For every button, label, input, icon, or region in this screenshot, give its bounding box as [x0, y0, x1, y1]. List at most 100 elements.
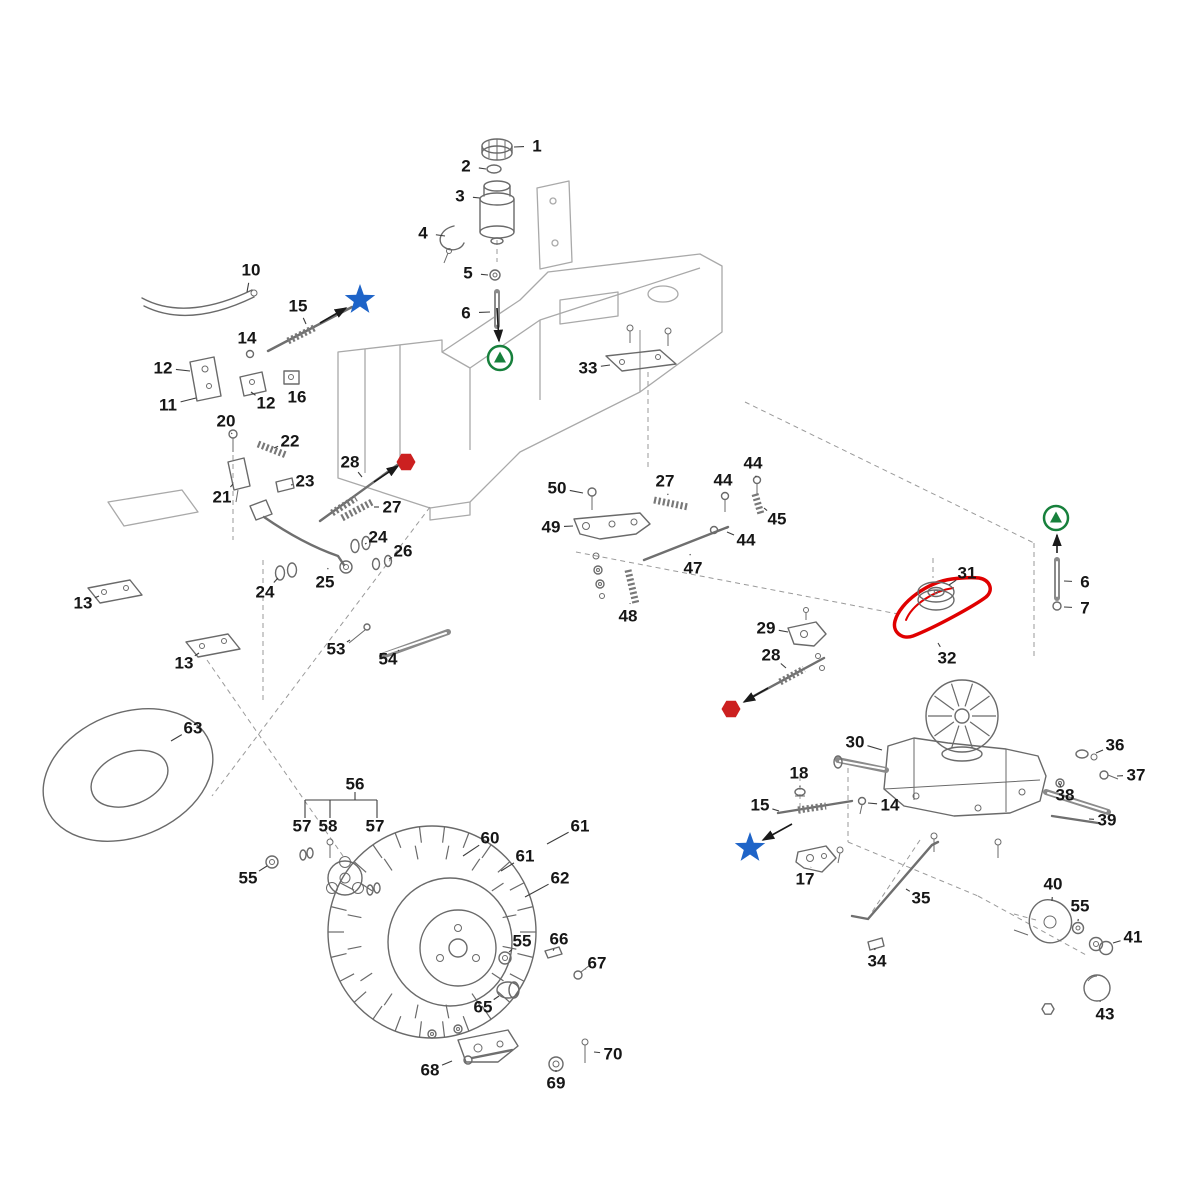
leader-line: [273, 577, 279, 583]
bolt-58: [326, 838, 334, 846]
bushing-24: [350, 538, 360, 554]
key-66: [544, 946, 563, 959]
part-label-13: 13: [175, 654, 194, 673]
part-label-2: 2: [461, 157, 470, 176]
leader-line: [593, 1051, 601, 1054]
bracket-4: [439, 225, 465, 251]
leader-line: [524, 883, 549, 898]
tire-sidewall-61: [387, 877, 513, 1007]
leader-line: [246, 282, 250, 293]
part-label-55: 55: [239, 869, 258, 888]
arrow-to-blue-star: [319, 307, 348, 324]
part-label-30: 30: [846, 733, 865, 752]
leader-line: [357, 471, 363, 478]
leader-line: [180, 397, 197, 403]
lever-21: [227, 457, 251, 491]
bolt-67: [573, 970, 583, 980]
wheel-hub-group: [265, 792, 381, 896]
leader-line: [441, 1060, 453, 1066]
fitting-37: [1099, 770, 1109, 780]
part-label-13: 13: [74, 594, 93, 613]
part-label-65: 65: [474, 998, 493, 1017]
bolt-44c: [709, 525, 719, 535]
part-label-57: 57: [366, 817, 385, 836]
middle-linkage: [573, 475, 765, 605]
part-label-24: 24: [369, 528, 388, 547]
part-label-69: 69: [547, 1074, 566, 1093]
plate-13b: [185, 633, 241, 658]
leader-line: [772, 808, 780, 812]
part-label-24: 24: [256, 583, 275, 602]
part-label-39: 39: [1098, 811, 1117, 830]
clip-23: [275, 477, 295, 493]
leader-line: [508, 948, 513, 953]
rod-35: [850, 840, 940, 921]
leader-line: [1058, 783, 1062, 788]
pedal-25: [249, 499, 273, 521]
transaxle: [761, 679, 1119, 951]
part-label-5: 5: [463, 264, 472, 283]
part-label-28: 28: [762, 646, 781, 665]
rod-39: [1050, 814, 1100, 825]
washer-38: [1055, 778, 1065, 788]
part-label-23: 23: [296, 472, 315, 491]
leader-line: [546, 831, 569, 845]
part-label-33: 33: [579, 359, 598, 378]
bolt-14: [245, 349, 255, 359]
part-label-31: 31: [958, 564, 977, 583]
leader-line: [493, 995, 500, 1001]
part-label-12: 12: [154, 359, 173, 378]
bushing-57b: [366, 884, 374, 896]
leader-line: [778, 629, 789, 633]
part-label-25: 25: [316, 573, 335, 592]
spring-27b: [653, 496, 689, 511]
part-label-6: 6: [461, 304, 470, 323]
washer-55a: [265, 855, 279, 869]
bolt-50: [587, 487, 597, 497]
leader-line: [388, 556, 392, 560]
leader-line: [867, 745, 883, 751]
part-label-17: 17: [796, 870, 815, 889]
bolt-20: [228, 429, 238, 439]
part-label-16: 16: [288, 388, 307, 407]
bolt-44b: [720, 491, 730, 501]
bolt-14b: [857, 796, 867, 806]
part-label-63: 63: [184, 719, 203, 738]
leader-line: [397, 649, 400, 652]
bolt-53: [363, 623, 371, 631]
leader-line: [600, 364, 611, 367]
assembly-symbols: [344, 284, 1070, 861]
bracket-29: [787, 621, 827, 647]
rod-15: [266, 305, 354, 353]
bracket-40: [1028, 898, 1073, 944]
part-label-27: 27: [656, 472, 675, 491]
part-label-70: 70: [604, 1045, 623, 1064]
part-label-26: 26: [394, 542, 413, 561]
part-label-38: 38: [1056, 786, 1075, 805]
bolt-44a: [752, 475, 762, 485]
part-label-35: 35: [912, 889, 931, 908]
leader-line: [230, 432, 233, 435]
leader-line: [258, 865, 268, 872]
brake-linkage-left: [87, 289, 451, 659]
blue-star-marker: [344, 284, 376, 313]
leader-line: [763, 507, 768, 512]
leader-line: [480, 273, 489, 276]
part-label-15: 15: [289, 297, 308, 316]
spring-27: [340, 498, 374, 522]
bushing-57a: [299, 849, 307, 861]
leader-line: [170, 734, 183, 742]
red-hexagon-marker: [396, 453, 416, 471]
leader-line: [867, 802, 878, 805]
part-label-55: 55: [513, 932, 532, 951]
transaxle-housing: [883, 737, 1047, 817]
part-label-1: 1: [532, 137, 541, 156]
part-label-60: 60: [481, 829, 500, 848]
leader-line: [905, 888, 911, 892]
part-label-47: 47: [684, 559, 703, 578]
leader-line: [1112, 940, 1121, 944]
part-label-6: 6: [1080, 573, 1089, 592]
leader-line: [1095, 749, 1104, 754]
reservoir-assembly: [439, 138, 515, 343]
part-label-61: 61: [516, 847, 535, 866]
